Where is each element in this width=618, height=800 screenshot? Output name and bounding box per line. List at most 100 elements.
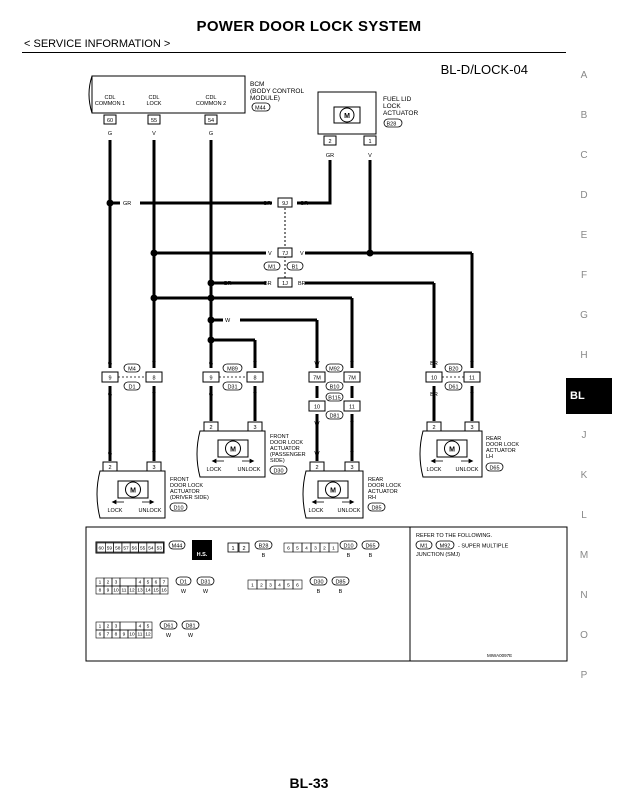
legend-d30-pin-label: 2 — [260, 583, 263, 589]
mid-connector-m1: M1 — [268, 265, 276, 271]
tab-k[interactable]: K — [580, 470, 588, 481]
legend-refer-suffix: - SUPER MULTIPLE — [458, 544, 509, 550]
legend-b28-color: B — [262, 553, 266, 559]
legend-m44-ref: M44 — [172, 544, 183, 550]
tab-bl[interactable]: BL — [566, 378, 612, 414]
bcm-connector-ref: M44 — [255, 106, 266, 112]
act2-pin-2: 2 — [209, 425, 212, 431]
tab-f[interactable]: F — [580, 270, 588, 281]
cg4-pin-10: 10 — [431, 376, 437, 382]
legend-m44-pin-label: 56 — [132, 546, 138, 552]
cg3-ref-m92: M92 — [329, 367, 340, 373]
bcm-color-v: V — [152, 131, 156, 137]
tab-m[interactable]: M — [579, 550, 589, 561]
legend-d10-color: B — [347, 553, 351, 559]
act3-wire-w: W — [314, 451, 320, 457]
tab-g[interactable]: G — [580, 310, 588, 321]
legend-d1-top-b-pin-label: 6 — [155, 580, 158, 586]
cg1-color-bot-g: G — [108, 392, 112, 398]
tab-c[interactable]: C — [580, 150, 588, 161]
legend-d1-top-b-pin-label: 4 — [139, 580, 142, 586]
legend-m44-pin-label: 55 — [140, 546, 146, 552]
act3-pin-2: 2 — [315, 465, 318, 471]
legend-b28-pin1: 1 — [231, 546, 234, 552]
legend-b28-pin2: 2 — [242, 546, 245, 552]
bcm-term3-name1: CDL — [205, 95, 216, 101]
tab-d[interactable]: D — [580, 190, 588, 201]
tab-n[interactable]: N — [580, 590, 588, 601]
diagram-code: BL-D/LOCK-04 — [440, 62, 528, 77]
act1-lock-label: LOCK — [108, 508, 123, 514]
cg2-color-top-g: G — [209, 361, 213, 367]
tab-p[interactable]: P — [580, 670, 588, 681]
legend-d10-pin-label: 2 — [323, 546, 326, 552]
legend-d61-top-a-pin-label: 1 — [99, 624, 102, 630]
act2-title-5: SIDE) — [270, 458, 285, 464]
cg5-ref-d81: D81 — [329, 414, 339, 420]
tab-h[interactable]: H — [580, 350, 588, 361]
act3-title-3: ACTUATOR — [368, 489, 398, 495]
legend-refer-text: REFER TO THE FOLLOWING. — [416, 533, 493, 539]
cg5-pin-11: 11 — [349, 405, 355, 411]
act1-title-1: FRONT — [170, 477, 190, 483]
cg2-pin-8: 8 — [253, 376, 256, 382]
bcm-module: BCM (BODY CONTROL MODULE) M44 CDL COMMON… — [88, 75, 304, 137]
tab-o[interactable]: O — [580, 630, 588, 641]
splice-points — [106, 199, 374, 344]
act2-motor: M — [230, 447, 236, 454]
legend-d61-bottom-pin-label: 11 — [138, 632, 143, 638]
act2-unlock-label: UNLOCK — [238, 467, 261, 473]
conn-group-m4-d1: G V 9 8 M4 D1 G V — [101, 361, 163, 398]
act3-connector: D85 — [371, 506, 381, 512]
tab-b[interactable]: B — [580, 110, 588, 121]
page-number: BL-33 — [289, 775, 329, 791]
fuel-lid-color-gr: GR — [326, 153, 334, 159]
legend-d30-ref: D30 — [313, 580, 323, 586]
joint-1j: 1J — [282, 281, 288, 287]
act1-pin-2: 2 — [108, 465, 111, 471]
legend-d1-bottom-cell — [159, 585, 169, 595]
cg3-pin-right: 7M — [348, 376, 356, 382]
legend-m44-pin-label: 54 — [148, 546, 154, 552]
cg1-color-top-v: V — [152, 361, 156, 367]
legend-b28-ref: B28 — [259, 544, 269, 550]
act2-pin-3: 3 — [253, 425, 256, 431]
legend-d30-cell — [292, 579, 303, 590]
tab-e[interactable]: E — [580, 230, 588, 241]
legend-d1-bottom-pin-label: 13 — [137, 588, 143, 594]
legend-d85-color: B — [339, 589, 343, 595]
act1-title-3: ACTUATOR — [170, 489, 200, 495]
cg3-color-top-w: W — [314, 361, 320, 367]
tab-a[interactable]: A — [580, 70, 588, 81]
wire-label-br-right: BR — [298, 281, 306, 287]
cg4-color-top-br: BR — [430, 361, 438, 367]
legend-d61-top-a-pin-label: 2 — [107, 624, 110, 630]
fuel-lid-connector-ref: B28 — [387, 122, 397, 128]
tab-j[interactable]: J — [581, 430, 587, 441]
fuel-lid-title-2: LOCK — [383, 103, 401, 110]
cg2-color-top-v: V — [253, 361, 257, 367]
legend-d10-pin-label: 4 — [305, 546, 308, 552]
legend-m44-cell — [154, 542, 164, 553]
cg4-ref-b20: B20 — [449, 367, 459, 373]
cg3-color-top-v: V — [350, 361, 354, 367]
bcm-title-1: BCM — [250, 81, 264, 88]
legend-d1-top-a-pin-label: 3 — [115, 580, 118, 586]
actuator-rear-lh: 2 3 M LOCK UNLOCK REAR DOOR LOCK ACTUATO… — [419, 421, 519, 478]
conn-group-m89-d31: G V 9 8 M89 D31 G V — [202, 361, 264, 398]
legend-d1-bottom-pin-label: 14 — [145, 588, 151, 594]
bcm-title-2: (BODY CONTROL — [250, 88, 304, 95]
actuator-rear-rh: W V 2 3 M LOCK UNLOCK REAR DOOR LOCK ACT… — [302, 451, 401, 519]
cg2-ref-d31: D31 — [227, 385, 237, 391]
legend-m44-pin-label: 58 — [115, 546, 121, 552]
wire-label-gr-mid: GR — [263, 201, 271, 207]
header-rule — [22, 52, 566, 53]
bcm-term1-name1: CDL — [104, 95, 115, 101]
legend-d10-pin-label: 3 — [314, 546, 317, 552]
tab-l[interactable]: L — [581, 510, 587, 521]
legend-d81-color: W — [188, 633, 194, 639]
wire-label-br-left: BR — [224, 281, 232, 287]
cg5-pin-10: 10 — [314, 405, 320, 411]
mid-connector-b1: B1 — [292, 265, 299, 271]
legend-refer-m92: M92 — [440, 544, 451, 550]
